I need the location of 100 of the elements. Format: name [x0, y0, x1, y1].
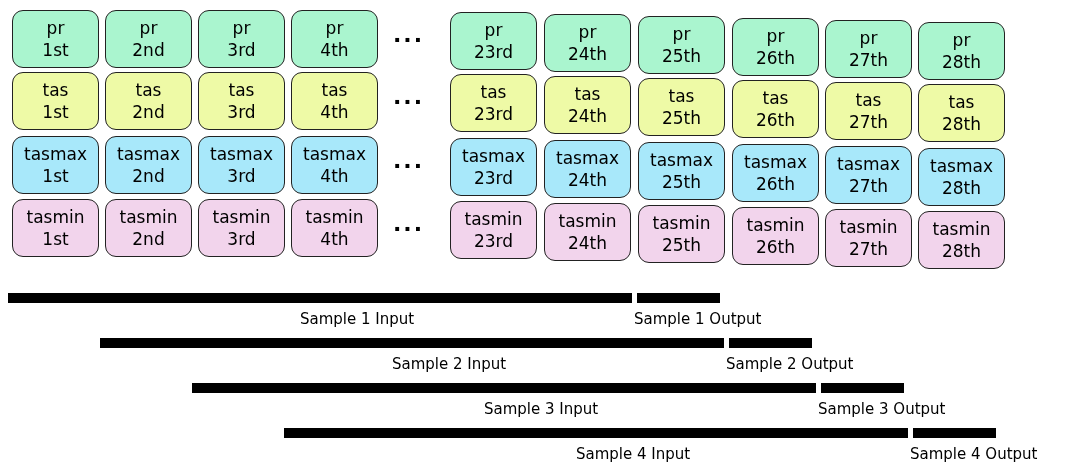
- variable-day-box: [12, 10, 99, 68]
- variable-day-box: [825, 82, 912, 140]
- box-label: tasmax 23rd: [462, 145, 525, 189]
- variable-day-box: [544, 140, 631, 198]
- box-label: tasmax 24th: [556, 147, 619, 191]
- box-label: tasmin 28th: [932, 218, 991, 262]
- ellipsis: ...: [393, 84, 425, 109]
- box-label: tasmin 26th: [746, 214, 805, 258]
- variable-day-box: [544, 203, 631, 261]
- box-label: tasmin 24th: [558, 210, 617, 254]
- variable-day-box: [918, 211, 1005, 269]
- variable-day-box: [450, 201, 537, 259]
- variable-day-box: [12, 72, 99, 130]
- bar-caption: Sample 3 Input: [484, 400, 599, 418]
- bar-caption: Sample 4 Output: [910, 445, 1038, 463]
- box-label: tasmin 4th: [305, 206, 364, 250]
- bar-caption: Sample 1 Input: [300, 310, 415, 328]
- bar-caption: Sample 1 Output: [634, 310, 762, 328]
- timeline-bar: [8, 293, 632, 303]
- box-label: tas 28th: [941, 91, 982, 135]
- box-label: tasmax 3rd: [210, 143, 273, 187]
- variable-day-box: [198, 10, 285, 68]
- box-label: tasmax 27th: [837, 153, 900, 197]
- box-label: tasmin 2nd: [119, 206, 178, 250]
- variable-day-box: [12, 136, 99, 194]
- box-label: tasmax 2nd: [117, 143, 180, 187]
- box-label: tas 3rd: [227, 79, 256, 123]
- variable-day-box: [638, 78, 725, 136]
- variable-day-box: [732, 80, 819, 138]
- box-label: pr 2nd: [132, 17, 165, 61]
- timeline-bar: [729, 338, 812, 348]
- variable-day-box: [105, 136, 192, 194]
- timeline-bar: [821, 383, 904, 393]
- box-label: pr 28th: [941, 29, 982, 73]
- variable-day-box: [291, 199, 378, 257]
- variable-day-box: [544, 76, 631, 134]
- bar-caption: Sample 3 Output: [818, 400, 946, 418]
- box-label: tasmax 25th: [650, 149, 713, 193]
- timeline-bar: [284, 428, 908, 438]
- variable-day-box: [544, 14, 631, 72]
- variable-day-box: [638, 16, 725, 74]
- variable-day-box: [638, 142, 725, 200]
- variable-day-box: [198, 199, 285, 257]
- timeline-bar: [637, 293, 720, 303]
- variable-day-box: [732, 144, 819, 202]
- variable-day-box: [291, 136, 378, 194]
- variable-day-box: [732, 18, 819, 76]
- variable-day-box: [825, 209, 912, 267]
- variable-day-box: [918, 84, 1005, 142]
- box-label: tas 23rd: [473, 81, 514, 125]
- box-label: pr 24th: [567, 21, 608, 65]
- box-label: tasmax 4th: [303, 143, 366, 187]
- ellipsis: ...: [393, 148, 425, 173]
- box-label: tas 1st: [42, 79, 69, 123]
- variable-day-box: [198, 136, 285, 194]
- variable-day-box: [291, 72, 378, 130]
- box-label: tasmax 26th: [744, 151, 807, 195]
- variable-day-box: [105, 72, 192, 130]
- box-label: tas 25th: [661, 85, 702, 129]
- timeline-bar: [100, 338, 724, 348]
- variable-day-box: [918, 22, 1005, 80]
- box-label: pr 26th: [755, 25, 796, 69]
- variable-day-box: [450, 12, 537, 70]
- variable-day-box: [198, 72, 285, 130]
- bar-caption: Sample 2 Input: [392, 355, 507, 373]
- box-label: tasmax 1st: [24, 143, 87, 187]
- ellipsis: ...: [393, 211, 425, 236]
- timeline-bar: [913, 428, 996, 438]
- box-label: pr 23rd: [473, 19, 514, 63]
- box-label: tasmin 1st: [26, 206, 85, 250]
- variable-day-box: [638, 205, 725, 263]
- box-label: tas 27th: [848, 89, 889, 133]
- box-label: pr 1st: [42, 17, 69, 61]
- box-label: pr 27th: [848, 27, 889, 71]
- bar-caption: Sample 2 Output: [726, 355, 854, 373]
- timeline-bar: [192, 383, 816, 393]
- ellipsis: ...: [393, 22, 425, 47]
- variable-day-box: [450, 138, 537, 196]
- variable-day-box: [12, 199, 99, 257]
- variable-day-box: [450, 74, 537, 132]
- box-label: tas 4th: [320, 79, 349, 123]
- box-label: pr 3rd: [227, 17, 256, 61]
- variable-day-box: [105, 10, 192, 68]
- box-label: tas 24th: [567, 83, 608, 127]
- variable-day-box: [105, 199, 192, 257]
- box-label: pr 25th: [661, 23, 702, 67]
- box-label: tas 26th: [755, 87, 796, 131]
- box-label: tas 2nd: [132, 79, 165, 123]
- box-label: tasmin 3rd: [212, 206, 271, 250]
- box-label: tasmin 23rd: [464, 208, 523, 252]
- variable-day-box: [825, 146, 912, 204]
- bar-caption: Sample 4 Input: [576, 445, 691, 463]
- variable-day-box: [825, 20, 912, 78]
- variable-day-box: [732, 207, 819, 265]
- box-label: tasmin 25th: [652, 212, 711, 256]
- variable-day-box: [291, 10, 378, 68]
- variable-day-box: [918, 148, 1005, 206]
- box-label: pr 4th: [320, 17, 349, 61]
- box-label: tasmin 27th: [839, 216, 898, 260]
- box-label: tasmax 28th: [930, 155, 993, 199]
